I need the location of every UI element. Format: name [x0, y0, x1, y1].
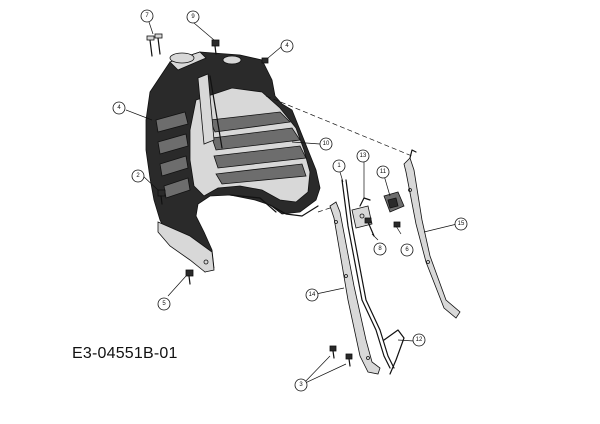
callout-11: 11	[376, 165, 390, 179]
svg-text:1: 1	[337, 163, 341, 169]
rod-part-12	[383, 329, 405, 375]
callout-2: 2	[131, 169, 145, 183]
svg-text:5: 5	[162, 301, 166, 307]
callout-13: 13	[356, 149, 370, 163]
callout-6: 6	[400, 243, 414, 257]
callout-12: 12	[412, 333, 426, 347]
switch-part-11	[383, 191, 405, 213]
svg-text:9: 9	[191, 14, 195, 20]
svg-text:3: 3	[299, 382, 303, 388]
callout-1: 1	[332, 159, 346, 173]
callout-15: 15	[454, 217, 468, 231]
bolt-part-2	[157, 189, 166, 205]
svg-text:13: 13	[360, 153, 367, 159]
svg-text:4: 4	[117, 105, 121, 111]
svg-text:2: 2	[136, 173, 140, 179]
screws-part-7	[146, 33, 163, 57]
leader-lines	[125, 21, 458, 385]
callout-8: 8	[373, 242, 387, 256]
svg-text:10: 10	[323, 141, 330, 147]
svg-text:15: 15	[458, 221, 465, 227]
bolt-part-5	[185, 269, 194, 285]
callout-5: 5	[157, 297, 171, 311]
callout-9: 9	[186, 10, 200, 24]
dash-panel-shroud	[145, 51, 321, 273]
svg-text:12: 12	[416, 337, 423, 343]
rod-part-1	[341, 179, 391, 369]
screws-part-3	[329, 345, 353, 367]
callout-3: 3	[294, 378, 308, 392]
drawing-number-label: E3-04551B-01	[72, 345, 178, 362]
nut-part-6	[393, 221, 401, 228]
svg-text:7: 7	[145, 13, 149, 19]
bolt-part-9	[211, 39, 220, 55]
assembly-line-1	[265, 95, 413, 157]
nut-part-4-top	[261, 57, 269, 64]
svg-text:6: 6	[405, 247, 409, 253]
screw-part-8	[364, 217, 375, 237]
callout-4-top: 4	[280, 39, 294, 53]
svg-text:14: 14	[309, 292, 316, 298]
assembly-line-2	[317, 205, 337, 213]
strip-part-15	[403, 149, 461, 319]
callout-14: 14	[305, 288, 319, 302]
callout-7: 7	[140, 9, 154, 23]
svg-text:8: 8	[378, 246, 382, 252]
svg-text:11: 11	[380, 169, 387, 175]
strip-part-14	[329, 201, 381, 375]
callout-4-left: 4	[112, 101, 126, 115]
callout-10: 10	[319, 137, 333, 151]
svg-text:4: 4	[285, 43, 289, 49]
